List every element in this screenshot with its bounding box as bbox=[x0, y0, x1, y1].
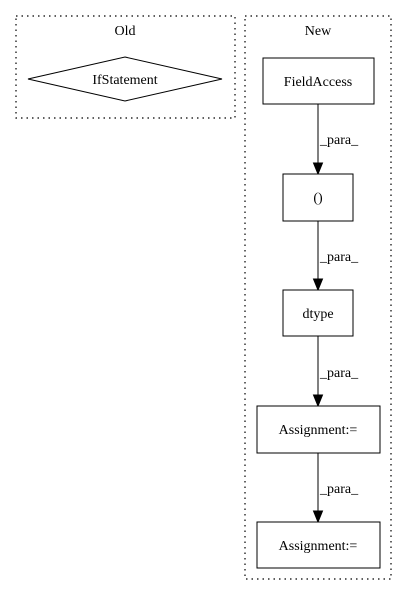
node-dtype[interactable] bbox=[282, 289, 354, 337]
cluster-new: New FieldAccess _para_ () _para_ dtype _… bbox=[244, 15, 392, 580]
edge-dtype-to-assignment-arrowhead bbox=[312, 394, 324, 408]
edge-dtype-to-assignment-label: _para_ bbox=[319, 366, 359, 381]
node-dtype-label: dtype bbox=[302, 307, 333, 322]
cluster-new-title: New bbox=[305, 24, 332, 39]
edge-fieldaccess-to-paren-label: _para_ bbox=[319, 133, 359, 148]
edge-paren-to-dtype-arrowhead bbox=[312, 278, 324, 292]
node-ifstatement[interactable] bbox=[27, 56, 223, 102]
node-paren-label: () bbox=[313, 191, 323, 206]
node-fieldaccess[interactable] bbox=[262, 57, 375, 105]
edge-assignment-to-assignment-arrowhead bbox=[312, 510, 324, 524]
node-assignment-2[interactable] bbox=[256, 521, 381, 569]
node-ifstatement-label: IfStatement bbox=[92, 73, 157, 88]
cluster-new-border bbox=[244, 15, 392, 580]
node-assignment-1-label: Assignment:= bbox=[279, 423, 358, 438]
node-fieldaccess-label: FieldAccess bbox=[284, 75, 352, 90]
edge-fieldaccess-to-paren-arrowhead bbox=[312, 162, 324, 176]
edge-assignment-to-assignment-label: _para_ bbox=[319, 482, 359, 497]
cluster-old-border bbox=[15, 15, 236, 119]
edge-paren-to-dtype-label: _para_ bbox=[319, 250, 359, 265]
node-assignment-1[interactable] bbox=[256, 405, 381, 454]
cluster-old-title: Old bbox=[115, 24, 136, 39]
cluster-old: Old IfStatement bbox=[15, 15, 236, 119]
node-assignment-2-label: Assignment:= bbox=[279, 539, 358, 554]
